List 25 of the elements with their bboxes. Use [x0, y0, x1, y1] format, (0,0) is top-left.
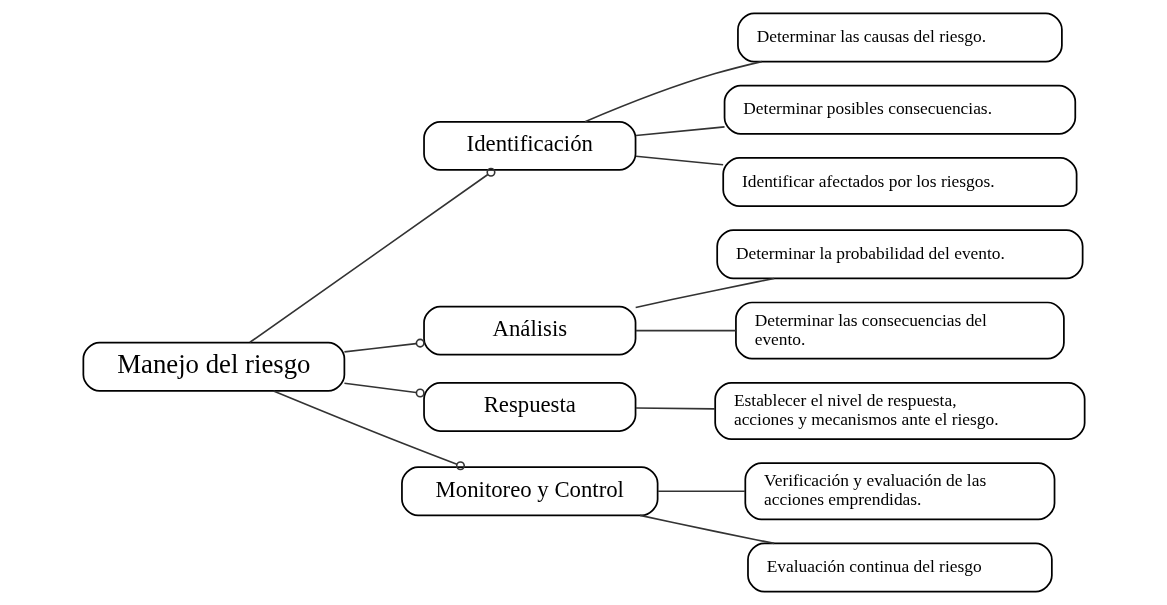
node-box: Análisis	[422, 305, 636, 356]
connector	[634, 277, 775, 309]
node-box: Determinar posibles consecuencias.	[723, 84, 1076, 135]
node-box: Determinar las causas del riesgo.	[736, 12, 1063, 63]
node-box: Verificación y evaluación de las acciones emprendidas.	[743, 462, 1055, 521]
node-box: Determinar la probabilidad del evento.	[715, 229, 1083, 280]
node-box: Identificar afectados por los riesgos.	[721, 157, 1077, 207]
connector	[634, 126, 725, 137]
connector	[248, 167, 496, 344]
connector	[634, 155, 724, 166]
connector	[638, 514, 775, 545]
connector	[272, 390, 465, 471]
node-box: Identificación	[422, 120, 636, 171]
connector	[656, 490, 746, 493]
connector	[634, 329, 736, 332]
node-box: Manejo del riesgo	[81, 341, 345, 392]
connector	[343, 338, 425, 353]
node-box: Establecer el nivel de respuesta, acciones y mecanismos ante el riesgo.	[713, 381, 1085, 440]
connector	[343, 382, 425, 398]
connector	[583, 60, 763, 123]
node-box: Determinar las consecuencias del evento.	[734, 301, 1065, 360]
node-box: Monitoreo y Control	[400, 466, 658, 517]
node-box: Evaluación continua del riesgo	[746, 542, 1053, 593]
connector	[634, 407, 716, 410]
node-box: Respuesta	[422, 381, 636, 432]
